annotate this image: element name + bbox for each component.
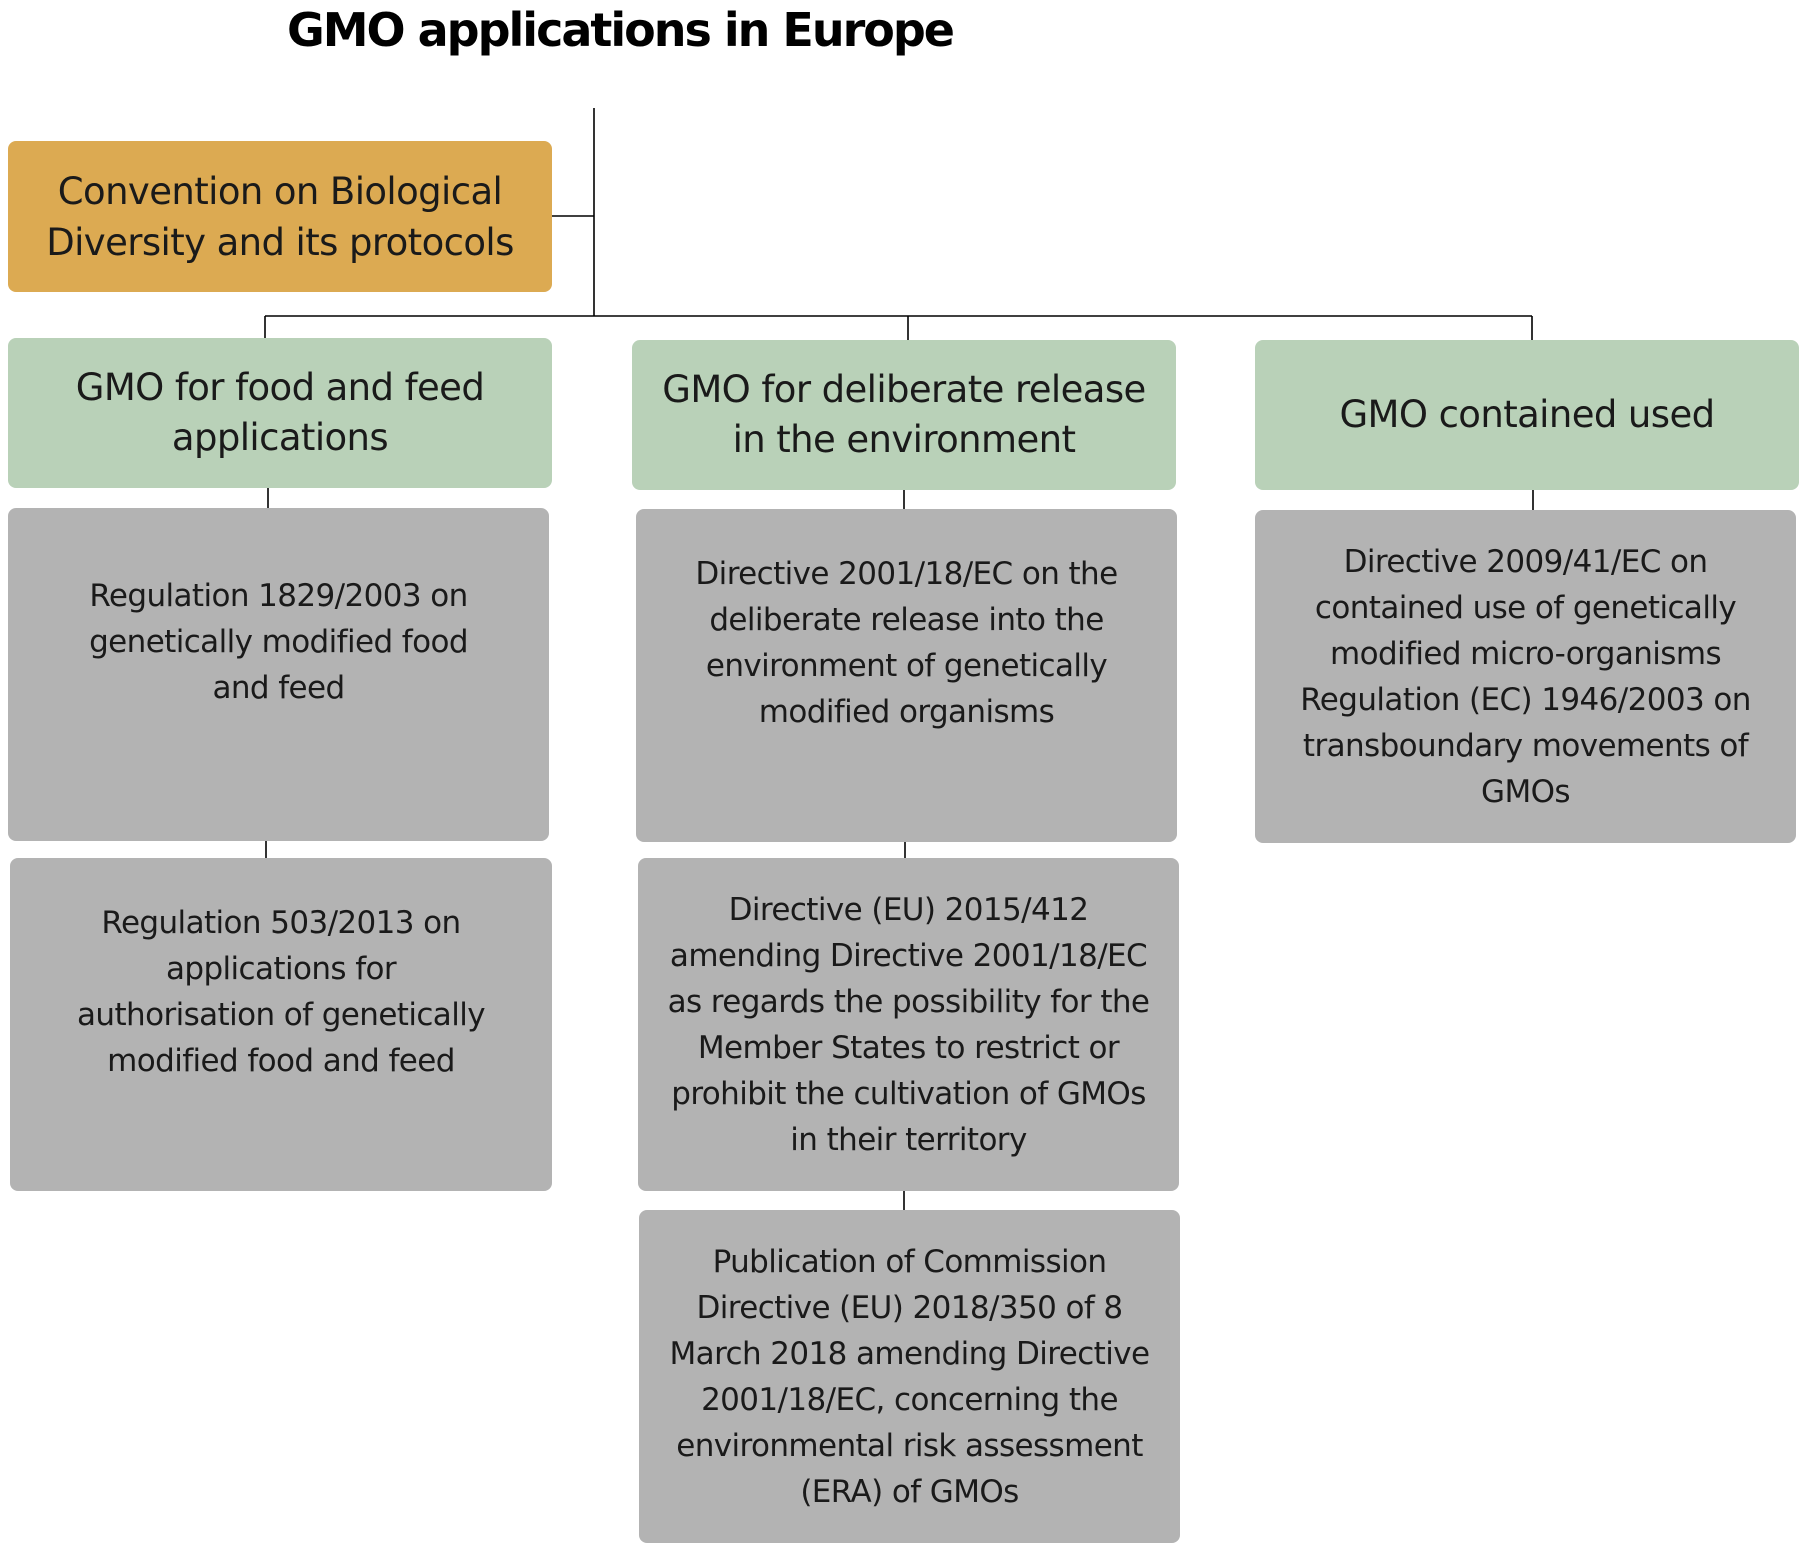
category-node-contained-use: GMO contained used	[1255, 340, 1799, 490]
legislation-node-directive-2001-18: Directive 2001/18/EC on the deliberate r…	[636, 509, 1177, 842]
legislation-node-regulation-1829-2003: Regulation 1829/2003 on genetically modi…	[8, 508, 549, 841]
legislation-node-directive-2009-41: Directive 2009/41/EC on contained use of…	[1255, 510, 1796, 843]
legislation-node-label: Directive 2009/41/EC on contained use of…	[1300, 543, 1751, 810]
legislation-node-label: Regulation 503/2013 on applications for …	[77, 904, 486, 1079]
legislation-node-directive-2015-412: Directive (EU) 2015/412 amending Directi…	[638, 858, 1179, 1191]
category-node-food-feed: GMO for food and feed applications	[8, 338, 552, 488]
root-node-convention: Convention on Biological Diversity and i…	[8, 141, 552, 292]
root-node-label: Convention on Biological Diversity and i…	[46, 169, 514, 264]
category-node-deliberate-release: GMO for deliberate release in the enviro…	[632, 340, 1176, 490]
legislation-node-label: Directive (EU) 2015/412 amending Directi…	[667, 891, 1150, 1158]
legislation-node-label: Directive 2001/18/EC on the deliberate r…	[695, 555, 1118, 730]
diagram-title: GMO applications in Europe	[286, 3, 955, 57]
category-node-label: GMO for food and feed applications	[75, 366, 485, 459]
legislation-node-label: Publication of Commission Directive (EU)…	[669, 1243, 1151, 1510]
legislation-node-regulation-503-2013: Regulation 503/2013 on applications for …	[10, 858, 552, 1191]
legislation-node-label: Regulation 1829/2003 on genetically modi…	[89, 577, 468, 706]
category-node-label: GMO for deliberate release in the enviro…	[662, 368, 1146, 461]
category-node-label: GMO contained used	[1339, 393, 1715, 436]
legislation-node-directive-2018-350: Publication of Commission Directive (EU)…	[639, 1210, 1180, 1543]
